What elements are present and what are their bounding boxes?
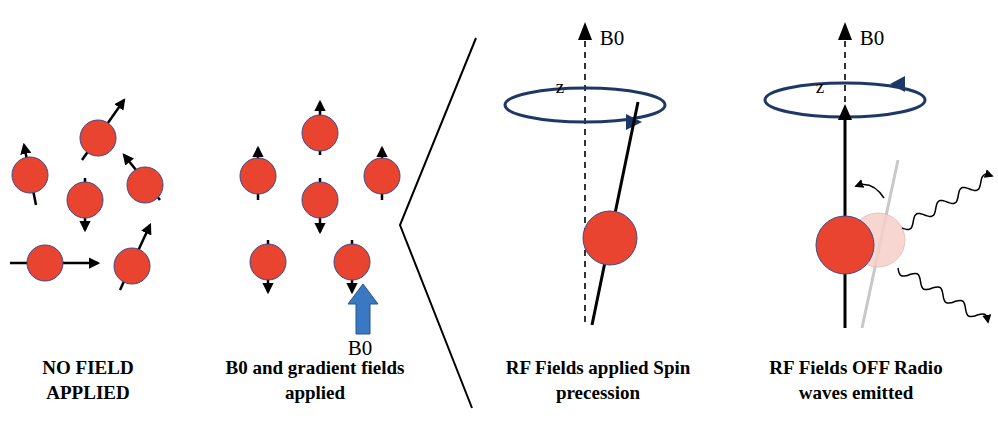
panel-caption: RF Fields applied Spin precession <box>493 355 703 405</box>
panel-caption: RF Fields OFF Radio waves emitted <box>746 355 966 405</box>
axis-label: z <box>816 76 824 98</box>
radio-wave <box>902 175 992 230</box>
precession-panel <box>505 22 665 325</box>
radio-wave <box>898 268 988 322</box>
panel-caption: B0 and gradient fields applied <box>215 355 415 405</box>
field-arrow <box>348 284 378 334</box>
field-label: B0 <box>600 26 625 50</box>
spin-arrows <box>10 100 382 292</box>
relaxation-panel <box>765 22 992 328</box>
panel-caption: NO FIELD APPLIED <box>3 355 173 405</box>
field-label: B0 <box>348 336 373 360</box>
field-label: B0 <box>860 26 885 50</box>
zoom-bracket <box>400 38 476 408</box>
proton-spheres <box>12 115 400 284</box>
axis-label: z <box>556 76 564 98</box>
